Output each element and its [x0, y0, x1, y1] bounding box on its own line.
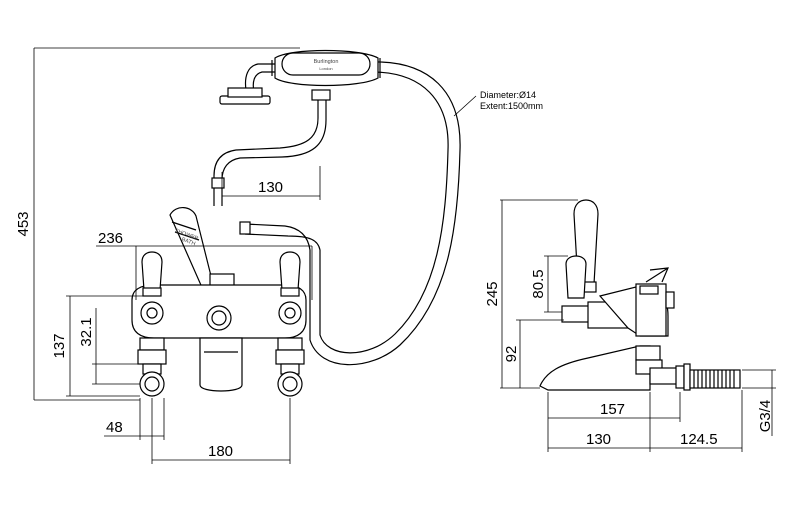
dimension-32-1: 32.1: [78, 308, 140, 385]
hot-handle: [140, 251, 164, 325]
left-leg: [137, 337, 167, 397]
dimension-124-5: 124.5: [650, 390, 743, 452]
hose-note: Diameter:Ø14 Extent:1500mm: [453, 90, 543, 117]
front-view: Burlington London SHOWER BATH: [15, 47, 543, 464]
dim-130-spout-label: 130: [586, 431, 611, 448]
dim-245-label: 245: [484, 281, 501, 306]
side-spout: [539, 345, 651, 391]
dim-124-5-label: 124.5: [680, 431, 718, 448]
diverter-lever: SHOWER BATH: [169, 207, 251, 293]
dim-80-5-label: 80.5: [530, 269, 547, 298]
cold-handle: [278, 251, 302, 325]
dimension-130-arm: 130: [221, 166, 321, 200]
dimension-130-spout: 130: [547, 392, 651, 452]
dim-g3-4-label: G3/4: [757, 400, 774, 433]
front-spout: [199, 337, 243, 392]
handset-brand-name: Burlington: [314, 59, 339, 65]
hose-diameter: Diameter:Ø14: [480, 90, 536, 100]
dim-130-arm-label: 130: [258, 179, 283, 196]
dimension-157: 157: [548, 392, 681, 422]
dimension-180: 180: [151, 398, 291, 464]
side-view: 245 80.5 92 157 130: [484, 199, 776, 452]
dim-236-label: 236: [98, 230, 123, 247]
dim-137-label: 137: [51, 333, 68, 358]
dim-32-1-label: 32.1: [78, 317, 95, 346]
dimension-236: 236: [96, 230, 313, 300]
shower-handset: Burlington London: [219, 49, 381, 105]
dimension-80-5: 80.5: [530, 255, 568, 313]
dimension-92: 92: [503, 319, 564, 388]
cradle-arm: [213, 96, 319, 206]
dim-48-label: 48: [106, 419, 123, 436]
dim-453-label: 453: [15, 211, 32, 236]
handset-brand-city: London: [319, 66, 332, 71]
right-leg: [275, 337, 305, 397]
dim-180-label: 180: [208, 443, 233, 460]
dimension-453: 453: [15, 47, 300, 401]
hose-extent: Extent:1500mm: [480, 101, 543, 111]
lever-label-bath: BATH: [181, 237, 196, 248]
dim-157-label: 157: [600, 401, 625, 418]
dimension-137: 137: [51, 295, 148, 397]
shower-hose: [244, 61, 461, 366]
dimension-48: 48: [104, 398, 165, 440]
dim-92-label: 92: [503, 346, 520, 363]
dimension-g3-4: G3/4: [742, 369, 776, 436]
